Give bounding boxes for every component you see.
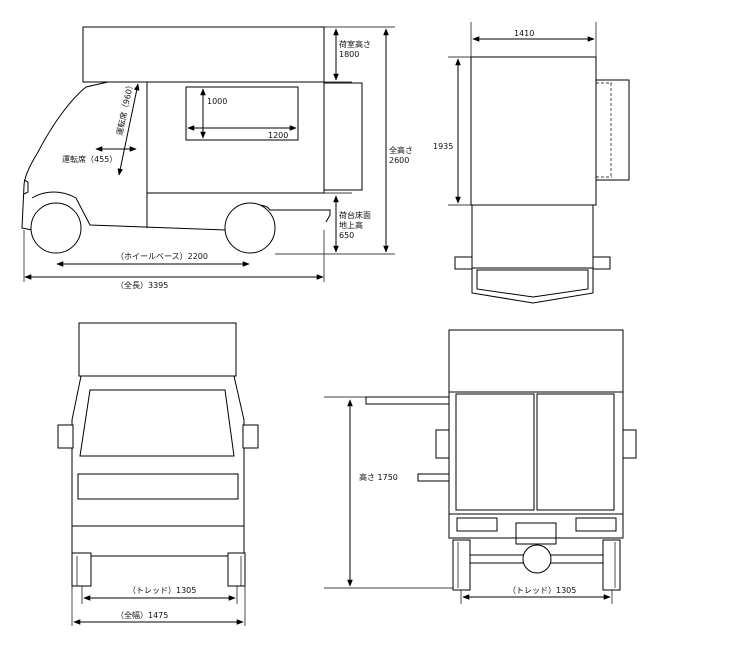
inner-height-value: 1000 [207,97,227,106]
rear-door-left [455,393,535,511]
dim-driver-seat-diag [117,83,140,176]
side-cab-outline [21,81,109,231]
rear-mirror-left [435,429,450,459]
top-view: 1410 1935 [433,22,630,304]
total-height-label: 全高さ [389,145,413,155]
rear-wheel-left [452,539,471,591]
total-length-label: （全長）3395 [116,280,168,290]
rear-mirror-right [622,429,637,459]
floor-height-line2: 地上高 [339,220,363,230]
driver-seat-diag-label: 運転席（960） [114,80,135,136]
front-mirror-left [57,424,74,449]
top-mirror-left [454,256,473,270]
floor-height-value: 650 [339,231,354,240]
top-width-value: 1410 [514,29,534,38]
front-cab-body [71,375,245,557]
front-total-width-label: （全幅）1475 [116,610,168,620]
rear-body [448,391,624,539]
top-hood-inner [476,269,589,298]
top-cab [471,204,594,269]
rear-wheel-right [602,539,621,591]
side-front-wheel [30,202,82,254]
side-rear-door [323,82,363,191]
front-grille [77,473,239,500]
floor-height-line1: 荷台床面 [339,210,371,220]
top-body [470,56,597,206]
rear-ramp-upper [365,396,450,405]
rear-tread-label: （トレッド）1305 [508,586,576,595]
front-roof-box [78,322,237,377]
total-height-value: 2600 [389,156,409,165]
front-mirror-right [242,424,259,449]
side-inner-window [185,86,299,141]
cargo-height-label: 荷室高さ [339,39,371,49]
rear-ramp-lower [417,473,450,482]
side-rear-wheel [224,202,276,254]
rear-view: 高さ 1750 （トレッド）1305 [324,329,637,604]
side-roof-box [82,26,325,83]
top-hood [471,267,594,304]
top-length-value: 1935 [433,142,453,151]
cargo-height-value: 1800 [339,50,359,59]
rear-lamp-left [456,517,498,532]
rear-door-right [536,393,615,511]
front-wheel-right [227,552,246,587]
side-cargo-body [146,81,325,194]
side-bumper [23,179,29,195]
front-wheel-left [71,552,92,587]
inner-length-value: 1200 [268,131,288,140]
side-view: 荷室高さ 1800 全高さ 2600 荷台床面 地上高 650 1000 120… [21,26,413,290]
rear-lamp-right [575,517,617,532]
rear-height-label: 高さ 1750 [359,472,398,482]
front-view: （トレッド）1305 （全幅）1475 [57,322,259,626]
driver-seat-width-label: 運転席（455） [62,154,117,164]
front-tread-label: （トレッド）1305 [128,586,196,595]
front-windshield [79,389,235,457]
rear-differential [522,544,552,574]
rear-roof-box [448,329,624,393]
top-rear-door [595,79,630,181]
wheelbase-label: （ホイールベース）2200 [116,252,208,261]
top-mirror-right [592,256,611,270]
rear-plate [515,522,557,545]
